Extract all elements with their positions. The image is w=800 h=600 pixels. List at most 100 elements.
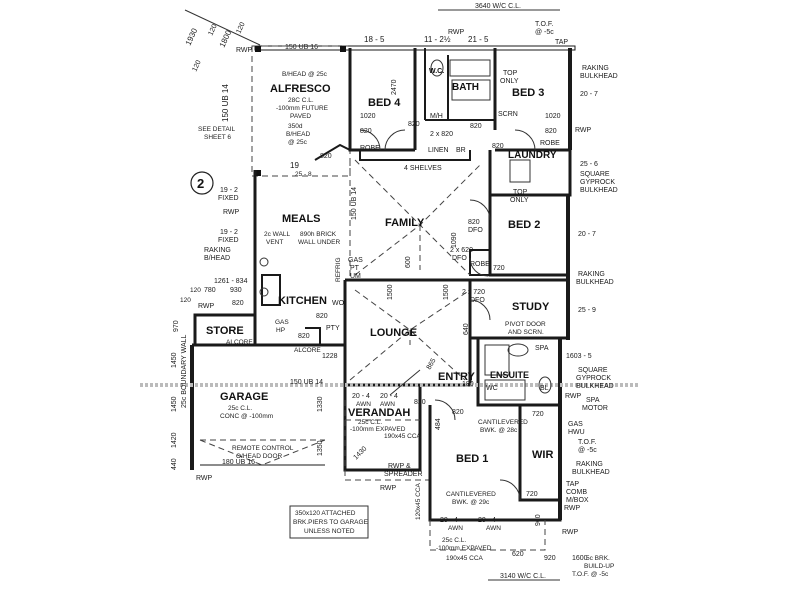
dim-25-9: 25 - 9 <box>578 307 596 314</box>
note-wc2: WC <box>486 385 498 392</box>
dim-2470: 2470 <box>391 79 398 95</box>
fixtures <box>259 59 552 401</box>
dim-20-4c: 20 - 4 <box>440 517 458 524</box>
dim-1020b: 1020 <box>545 113 561 120</box>
dim-930: 930 <box>230 287 242 294</box>
dim-20-4a: 20 - 4 <box>352 393 370 400</box>
note-raking-bulkhead1b: BULKHEAD <box>580 73 618 80</box>
note-fixed2: 19 - 2 <box>220 229 238 236</box>
note-spa-motor1: SPA <box>586 397 600 404</box>
note-brick-wall1: 890h BRICK <box>300 231 337 238</box>
room-garage: GARAGE <box>220 391 268 403</box>
note-scrn: SCRN <box>498 111 518 118</box>
note-pivot1: PIVOT DOOR <box>505 321 546 328</box>
dim-120b: 120 <box>235 21 246 35</box>
rwp-10: RWP <box>562 529 579 536</box>
dim-484: 484 <box>435 418 442 430</box>
dim-820j: 820 <box>298 333 310 340</box>
dim-820b: 820 <box>408 121 420 128</box>
note-gas-hp: GAS <box>275 319 289 326</box>
dim-20-4b: 20 - 4 <box>380 393 398 400</box>
note-spa-motor2: MOTOR <box>582 405 608 412</box>
note-garage-spec1: 25c C.L. <box>228 405 252 412</box>
note-pty: PTY <box>326 325 340 332</box>
note-tof2b: @ -5c <box>578 447 597 454</box>
note-robe1: ROBE <box>360 145 380 152</box>
dim-20-7a: 20 - 7 <box>580 91 598 98</box>
note-br: BR <box>456 147 466 154</box>
dim-21-5: 21 - 5 <box>468 35 489 44</box>
dim-1261: 1261 - 834 <box>214 278 248 285</box>
note-gas-pt2: PT <box>350 265 360 272</box>
note-robe2: ROBE <box>540 140 560 147</box>
dim-2x620: 2 x 620 <box>450 247 473 254</box>
dim-1430: 1430 <box>352 445 368 461</box>
note-pivot2: AND SCRN. <box>508 329 544 336</box>
note-verandah-spec3: 190x45 CCA <box>384 433 422 440</box>
dim-620: 620 <box>512 551 524 558</box>
note-top-only1b: ONLY <box>500 78 519 85</box>
note-see-detail-2: SHEET 6 <box>204 134 231 141</box>
dim-120d: 120 <box>190 287 201 294</box>
note-wo: WO <box>332 300 345 307</box>
note-gas-pt3: UM <box>350 273 361 280</box>
dim-120a: 120 <box>207 23 218 37</box>
note-alfresco-7: @ 25c <box>288 139 308 146</box>
room-family: FAMILY <box>385 217 425 229</box>
dim-1450a: 1450 <box>171 352 178 368</box>
garage-area: 25c BOUNDARY WALL 1450 1450 1420 440 GAR… <box>171 334 324 482</box>
dim-25-6: 25 - 6 <box>580 161 598 168</box>
room-ensuite: ENSUITE <box>490 370 529 380</box>
note-bottom-spec1: 25c C.L. <box>442 537 466 544</box>
rwp-4: RWP <box>575 127 592 134</box>
note-awn2: AWN <box>380 401 395 408</box>
rake-lines <box>349 159 481 381</box>
room-kitchen: KITCHEN <box>278 295 327 307</box>
dim-820d: 820 <box>545 128 557 135</box>
note-tap3: M/BOX <box>566 497 589 504</box>
note-rwp-spreader1: RWP & <box>388 463 411 470</box>
living-area: MEALS 820 2c WALL VENT 890h BRICK WALL U… <box>264 153 442 282</box>
note-gas-hwu2: HWU <box>568 429 585 436</box>
dim-20-7b: 20 - 7 <box>578 231 596 238</box>
note-wc-cl-bottom: 3140 W/C C.L. <box>500 573 546 580</box>
note-box <box>289 505 369 539</box>
dim-970: 970 <box>173 320 180 332</box>
note-awn3: AWN <box>448 525 463 532</box>
dim-920: 920 <box>544 555 556 562</box>
dim-820c: 820 <box>470 123 482 130</box>
dim-1420: 1420 <box>171 432 178 448</box>
dim-1500b: 1500 <box>443 284 450 300</box>
note-verandah-spec1: 25c C.L. <box>358 419 382 426</box>
dim-19: 19 <box>290 161 299 170</box>
room-entry: ENTRY <box>438 371 476 383</box>
note-boundary-wall: 25c BOUNDARY WALL <box>181 334 188 408</box>
dim-865: 865 <box>426 357 438 371</box>
dim-1020a: 1020 <box>360 113 376 120</box>
dim-1603: 1603 - 5 <box>566 353 592 360</box>
note-bottom-spec2: -100mm EXPAVED <box>436 545 492 552</box>
room-lounge: LOUNGE <box>370 327 417 339</box>
note-square-bulkhead5: GYPROCK <box>576 375 611 382</box>
east-rooms: 820 LAUNDRY TOP ONLY SQUARE GYPROCK BULK… <box>450 143 618 336</box>
dim-ub-lounge: 150 UB 14 <box>290 379 323 386</box>
note-attach1: 350x120 ATTACHED <box>295 510 356 517</box>
note-raking-bhead2: B/HEAD <box>204 255 230 262</box>
note-alcore1: ALCORE <box>226 339 253 346</box>
rwp-7: RWP <box>380 485 397 492</box>
note-cantilever2b: BWK. @ 29c <box>452 499 490 506</box>
note-raking-bulkhead2b: BULKHEAD <box>576 279 614 286</box>
note-wall-vent2: VENT <box>266 239 283 246</box>
note-top-only1: TOP <box>503 70 518 77</box>
room-verandah: VERANDAH <box>348 407 410 419</box>
dim-11-2: 11 - 2½ <box>424 35 451 44</box>
dim-820k: 820 <box>414 399 426 406</box>
dim-600: 600 <box>405 256 412 268</box>
note-attach3: UNLESS NOTED <box>304 528 355 535</box>
note-linen: LINEN <box>428 147 449 154</box>
dim-1090: 1090 <box>451 232 458 248</box>
room-bed1: BED 1 <box>456 453 488 465</box>
kitchen-area: 1261 - 834 930 120 780 RWP 120 820 KITCH… <box>173 278 345 360</box>
note-tof2: T.O.F. <box>578 439 596 446</box>
